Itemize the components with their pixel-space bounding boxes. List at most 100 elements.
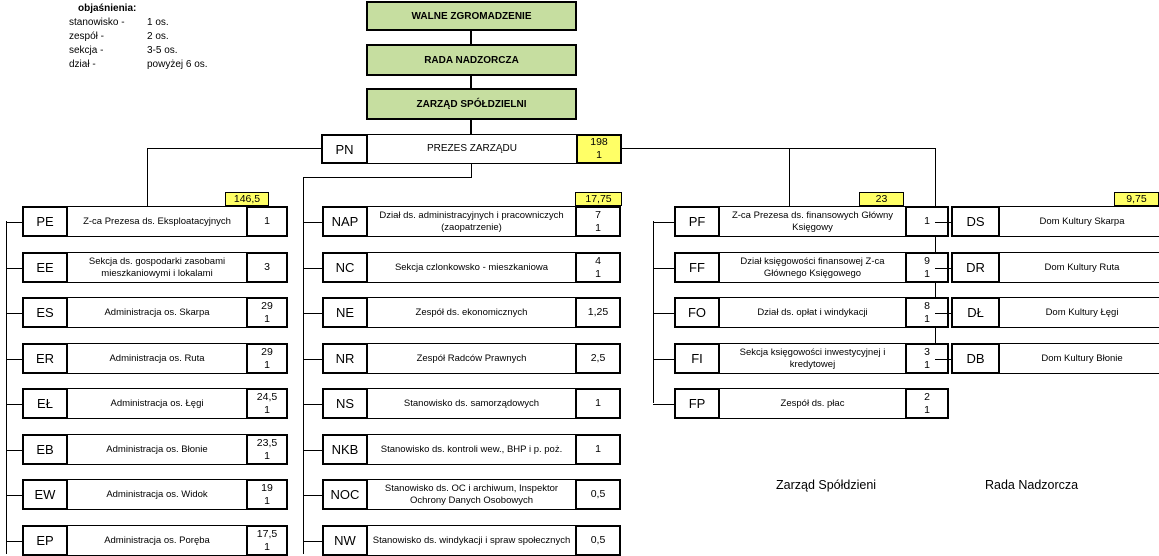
col2-unit-name: Zespół ds. ekonomicznych: [368, 297, 575, 328]
legend-label: sekcja -: [69, 45, 104, 56]
col1-unit-code: EW: [22, 479, 68, 510]
col2-unit-code: NAP: [322, 206, 368, 237]
col1-unit-staff: 3: [246, 252, 288, 283]
col1-unit-name: Administracja os. Ruta: [68, 343, 246, 374]
col2-unit-code: NKB: [322, 434, 368, 465]
manager-count: 1: [264, 494, 270, 507]
col2-sum-badge: 17,75: [575, 192, 622, 206]
col1-unit-code: EP: [22, 525, 68, 556]
col3-unit-name: Sekcja księgowości inwestycyjnej i kredy…: [720, 343, 905, 374]
staff-count: 1: [595, 443, 601, 455]
staff-count: 23,5: [256, 436, 278, 449]
col4-unit-name: Dom Kultury Skarpa: [1000, 206, 1159, 237]
manager-count: 1: [595, 221, 601, 234]
col1-unit-name: Administracja os. Skarpa: [68, 297, 246, 328]
staff-count: 1: [924, 215, 930, 227]
legend-label: dział -: [69, 59, 96, 70]
walne-zgromadzenie-box: WALNE ZGROMADZENIE: [366, 1, 577, 31]
col1-unit-code: EE: [22, 252, 68, 283]
manager-count: 1: [924, 358, 930, 371]
col1-unit-name: Z-ca Prezesa ds. Eksploatacyjnych: [68, 206, 246, 237]
col2-unit-name: Dział ds. administracyjnych i pracownicz…: [368, 206, 575, 237]
manager-count: 1: [924, 312, 930, 325]
staff-count: 7: [595, 208, 601, 221]
staff-count: 24,5: [256, 390, 278, 403]
legend-label: stanowisko -: [69, 17, 125, 28]
col2-unit-code: NW: [322, 525, 368, 556]
staff-count: 3: [264, 261, 270, 273]
staff-count: 9: [924, 254, 930, 267]
col4-unit-name: Dom Kultury Ruta: [1000, 252, 1159, 283]
col2-unit-code: NOC: [322, 479, 368, 510]
col1-unit-name: Administracja os. Łęgi: [68, 388, 246, 419]
footer-rada-label: Rada Nadzorcza: [985, 478, 1079, 492]
col3-unit-staff: 1: [905, 206, 949, 237]
manager-count: 1: [595, 267, 601, 280]
staff-count: 4: [595, 254, 601, 267]
col2-unit-name: Stanowisko ds. OC i archiwum, Inspektor …: [368, 479, 575, 510]
col1-unit-name: Sekcja ds. gospodarki zasobami mieszkani…: [68, 252, 246, 283]
col1-unit-code: ES: [22, 297, 68, 328]
col3-unit-code: FI: [674, 343, 720, 374]
president-title: PREZES ZARZĄDU: [368, 134, 576, 164]
col4-sum-badge: 9,75: [1114, 192, 1159, 206]
rada-nadzorcza-box: RADA NADZORCZA: [366, 44, 577, 76]
col1-unit-name: Administracja os. Widok: [68, 479, 246, 510]
footer-zarzad-label: Zarząd Spółdzieni: [776, 478, 877, 492]
staff-count: 1: [595, 397, 601, 409]
legend-value: 1 os.: [147, 17, 169, 28]
col1-unit-code: ER: [22, 343, 68, 374]
president-count: 198 1: [576, 134, 622, 164]
col1-sum-badge: 146,5: [225, 192, 269, 206]
staff-count: 3: [924, 345, 930, 358]
staff-count: 29: [261, 345, 273, 358]
manager-count: 1: [924, 267, 930, 280]
manager-count: 1: [264, 449, 270, 462]
col3-unit-code: FP: [674, 388, 720, 419]
manager-count: 1: [264, 540, 270, 553]
legend-value: powyżej 6 os.: [147, 59, 208, 70]
legend-value: 2 os.: [147, 31, 169, 42]
legend-label: zespół -: [69, 31, 105, 42]
col4-unit-code: DR: [951, 252, 1000, 283]
col1-unit-code: PE: [22, 206, 68, 237]
col3-sum-badge: 23: [859, 192, 904, 206]
col2-unit-staff: 1: [575, 434, 621, 465]
president-count-total: 198: [590, 136, 608, 148]
staff-count: 0,5: [590, 488, 606, 500]
president-code: PN: [321, 134, 368, 164]
col2-unit-staff: 0,5: [575, 479, 621, 510]
col1-unit-code: EB: [22, 434, 68, 465]
staff-count: 1,25: [587, 306, 609, 318]
col3-unit-name: Zespół ds. płac: [720, 388, 905, 419]
col3-unit-code: FF: [674, 252, 720, 283]
col1-unit-name: Administracja os. Poręba: [68, 525, 246, 556]
staff-count: 2: [924, 390, 930, 403]
col2-unit-code: NR: [322, 343, 368, 374]
staff-count: 8: [924, 299, 930, 312]
col1-unit-name: Administracja os. Błonie: [68, 434, 246, 465]
col2-unit-name: Stanowisko ds. kontroli wew., BHP i p. p…: [368, 434, 575, 465]
col2-unit-staff: 2,5: [575, 343, 621, 374]
staff-count: 17,5: [256, 527, 278, 540]
manager-count: 1: [264, 403, 270, 416]
col3-unit-name: Dział księgowości finansowej Z-ca Główne…: [720, 252, 905, 283]
zarzad-spoldzielni-box: ZARZĄD SPÓŁDZIELNI: [366, 88, 577, 120]
col2-unit-code: NC: [322, 252, 368, 283]
col3-unit-code: FO: [674, 297, 720, 328]
manager-count: 1: [924, 403, 930, 416]
president-count-managers: 1: [596, 149, 602, 161]
col2-unit-code: NE: [322, 297, 368, 328]
col2-unit-staff: 0,5: [575, 525, 621, 556]
col2-unit-staff: 1,25: [575, 297, 621, 328]
manager-count: 1: [264, 358, 270, 371]
